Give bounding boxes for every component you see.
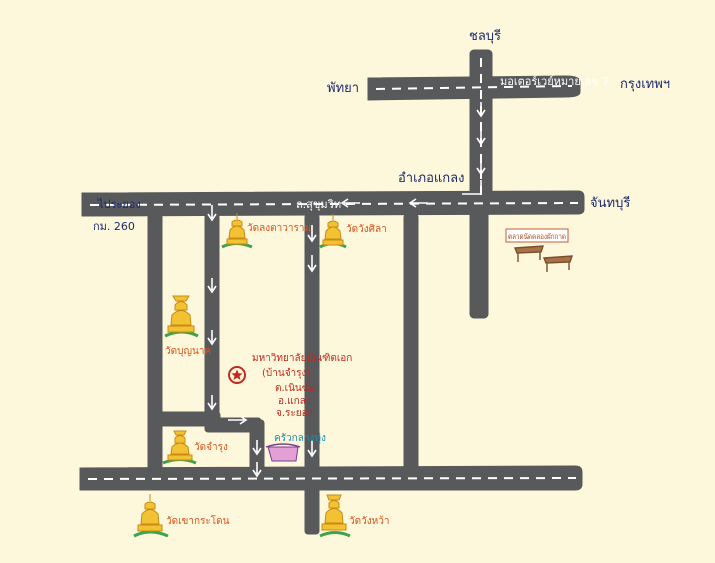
arrow-icon [462, 180, 482, 195]
temple-bunyanat: วัดบุญนาค [164, 295, 211, 357]
label-pattaya: พัทยา [327, 81, 359, 96]
arrow-icon [207, 205, 217, 222]
arrow-icon [307, 255, 317, 273]
shop-icon [267, 446, 299, 462]
temple-label-chamrung: วัดจำรุง [194, 442, 228, 453]
pagoda-icon [167, 430, 193, 461]
arrow-icon [252, 440, 262, 456]
destination-line-1: มหาวิทยาลัยบัณฑิตเอก [252, 353, 352, 364]
market-stall-icon [513, 245, 544, 262]
shop-roof-icon [265, 443, 301, 448]
arrow-icon [307, 225, 317, 243]
west-road [147, 213, 163, 473]
lane-markings [87, 58, 579, 480]
pagoda-icon [226, 213, 248, 245]
label-to-rayong: ไประยอง [97, 198, 141, 211]
label-km-260: กม. 260 [93, 220, 135, 233]
label-motorway-7: มอเตอร์เวย์หมายเลข 7 [500, 75, 609, 88]
east-road [403, 213, 419, 473]
destination-line-5: จ.ระยอง [276, 408, 313, 419]
label-klaeng: อำเภอแกลง [398, 171, 465, 186]
pagoda-icon [137, 494, 163, 532]
destination-line-3: ต.เนินฆ้อ [275, 382, 315, 394]
pagoda-icon [321, 494, 347, 531]
market-stall-icon [542, 255, 573, 272]
temple-label-lotuta: วัดลงตาวาราม [247, 223, 311, 234]
temple-lotuta: วัดลงตาวาราม [221, 213, 311, 249]
chanthaburi-branch-road [469, 199, 489, 319]
temple-label-wanghwa: วัดวังหว้า [349, 515, 389, 527]
pagoda-icon [322, 214, 344, 246]
star-icon [231, 369, 243, 380]
temple-label-khaokradon: วัดเขากระโดน [166, 514, 230, 527]
label-sukhumvit: ถ.สุขุมวิท [296, 198, 341, 211]
arrow-icon [228, 415, 248, 425]
temple-wanghwa: วัดวังหว้า [319, 494, 389, 538]
arrow-icon [207, 395, 217, 411]
arrow-icon [207, 278, 217, 294]
arrow-icon [408, 198, 428, 208]
market-sign [505, 228, 569, 243]
temple-lane-road [204, 213, 220, 425]
arrow-icon [340, 198, 360, 208]
arrow-icon [207, 330, 217, 346]
grass-icon [319, 531, 351, 538]
destination: มหาวิทยาลัยบัณฑิตเอก (บ้านจำรุง) ต.เนินฆ… [228, 353, 352, 419]
destination-marker [228, 366, 246, 384]
temple-khaokradon: วัดเขากระโดน [133, 494, 230, 538]
temple-label-bunyanat: วัดบุญนาค [165, 346, 211, 357]
roads [79, 49, 585, 535]
route-arrows [207, 102, 486, 478]
label-chonburi: ชลบุรี [469, 28, 501, 44]
landmark-krua-klang-thung: ครัวกลางทุ่ง [265, 433, 326, 462]
university-lane-top [204, 417, 262, 433]
pagoda-icon [167, 295, 195, 333]
temple-chamrung: วัดจำรุง [162, 430, 228, 465]
arrow-icon [307, 440, 317, 458]
arrow-icon [476, 130, 486, 146]
landmark-label: ครัวกลางทุ่ง [274, 433, 326, 444]
temple-label-wangsila: วัดวังศิลา [346, 224, 387, 235]
temple-wangsila: วัดวังศิลา [319, 214, 387, 249]
label-bangkok: กรุงเทพฯ [620, 77, 670, 92]
arrow-icon [476, 160, 486, 176]
grass-icon [133, 530, 169, 538]
label-chanthaburi: จันทบุรี [590, 195, 630, 211]
destination-line-4: อ.แกลง [278, 396, 311, 407]
arrow-icon [476, 102, 486, 118]
arrow-icon [252, 462, 262, 478]
destination-line-2: (บ้านจำรุง) [262, 367, 310, 379]
wangsila-road [304, 213, 320, 535]
market: ตลาดนัดคลองผักกาด [505, 228, 573, 272]
label-market: ตลาดนัดคลองผักกาด [508, 232, 566, 241]
